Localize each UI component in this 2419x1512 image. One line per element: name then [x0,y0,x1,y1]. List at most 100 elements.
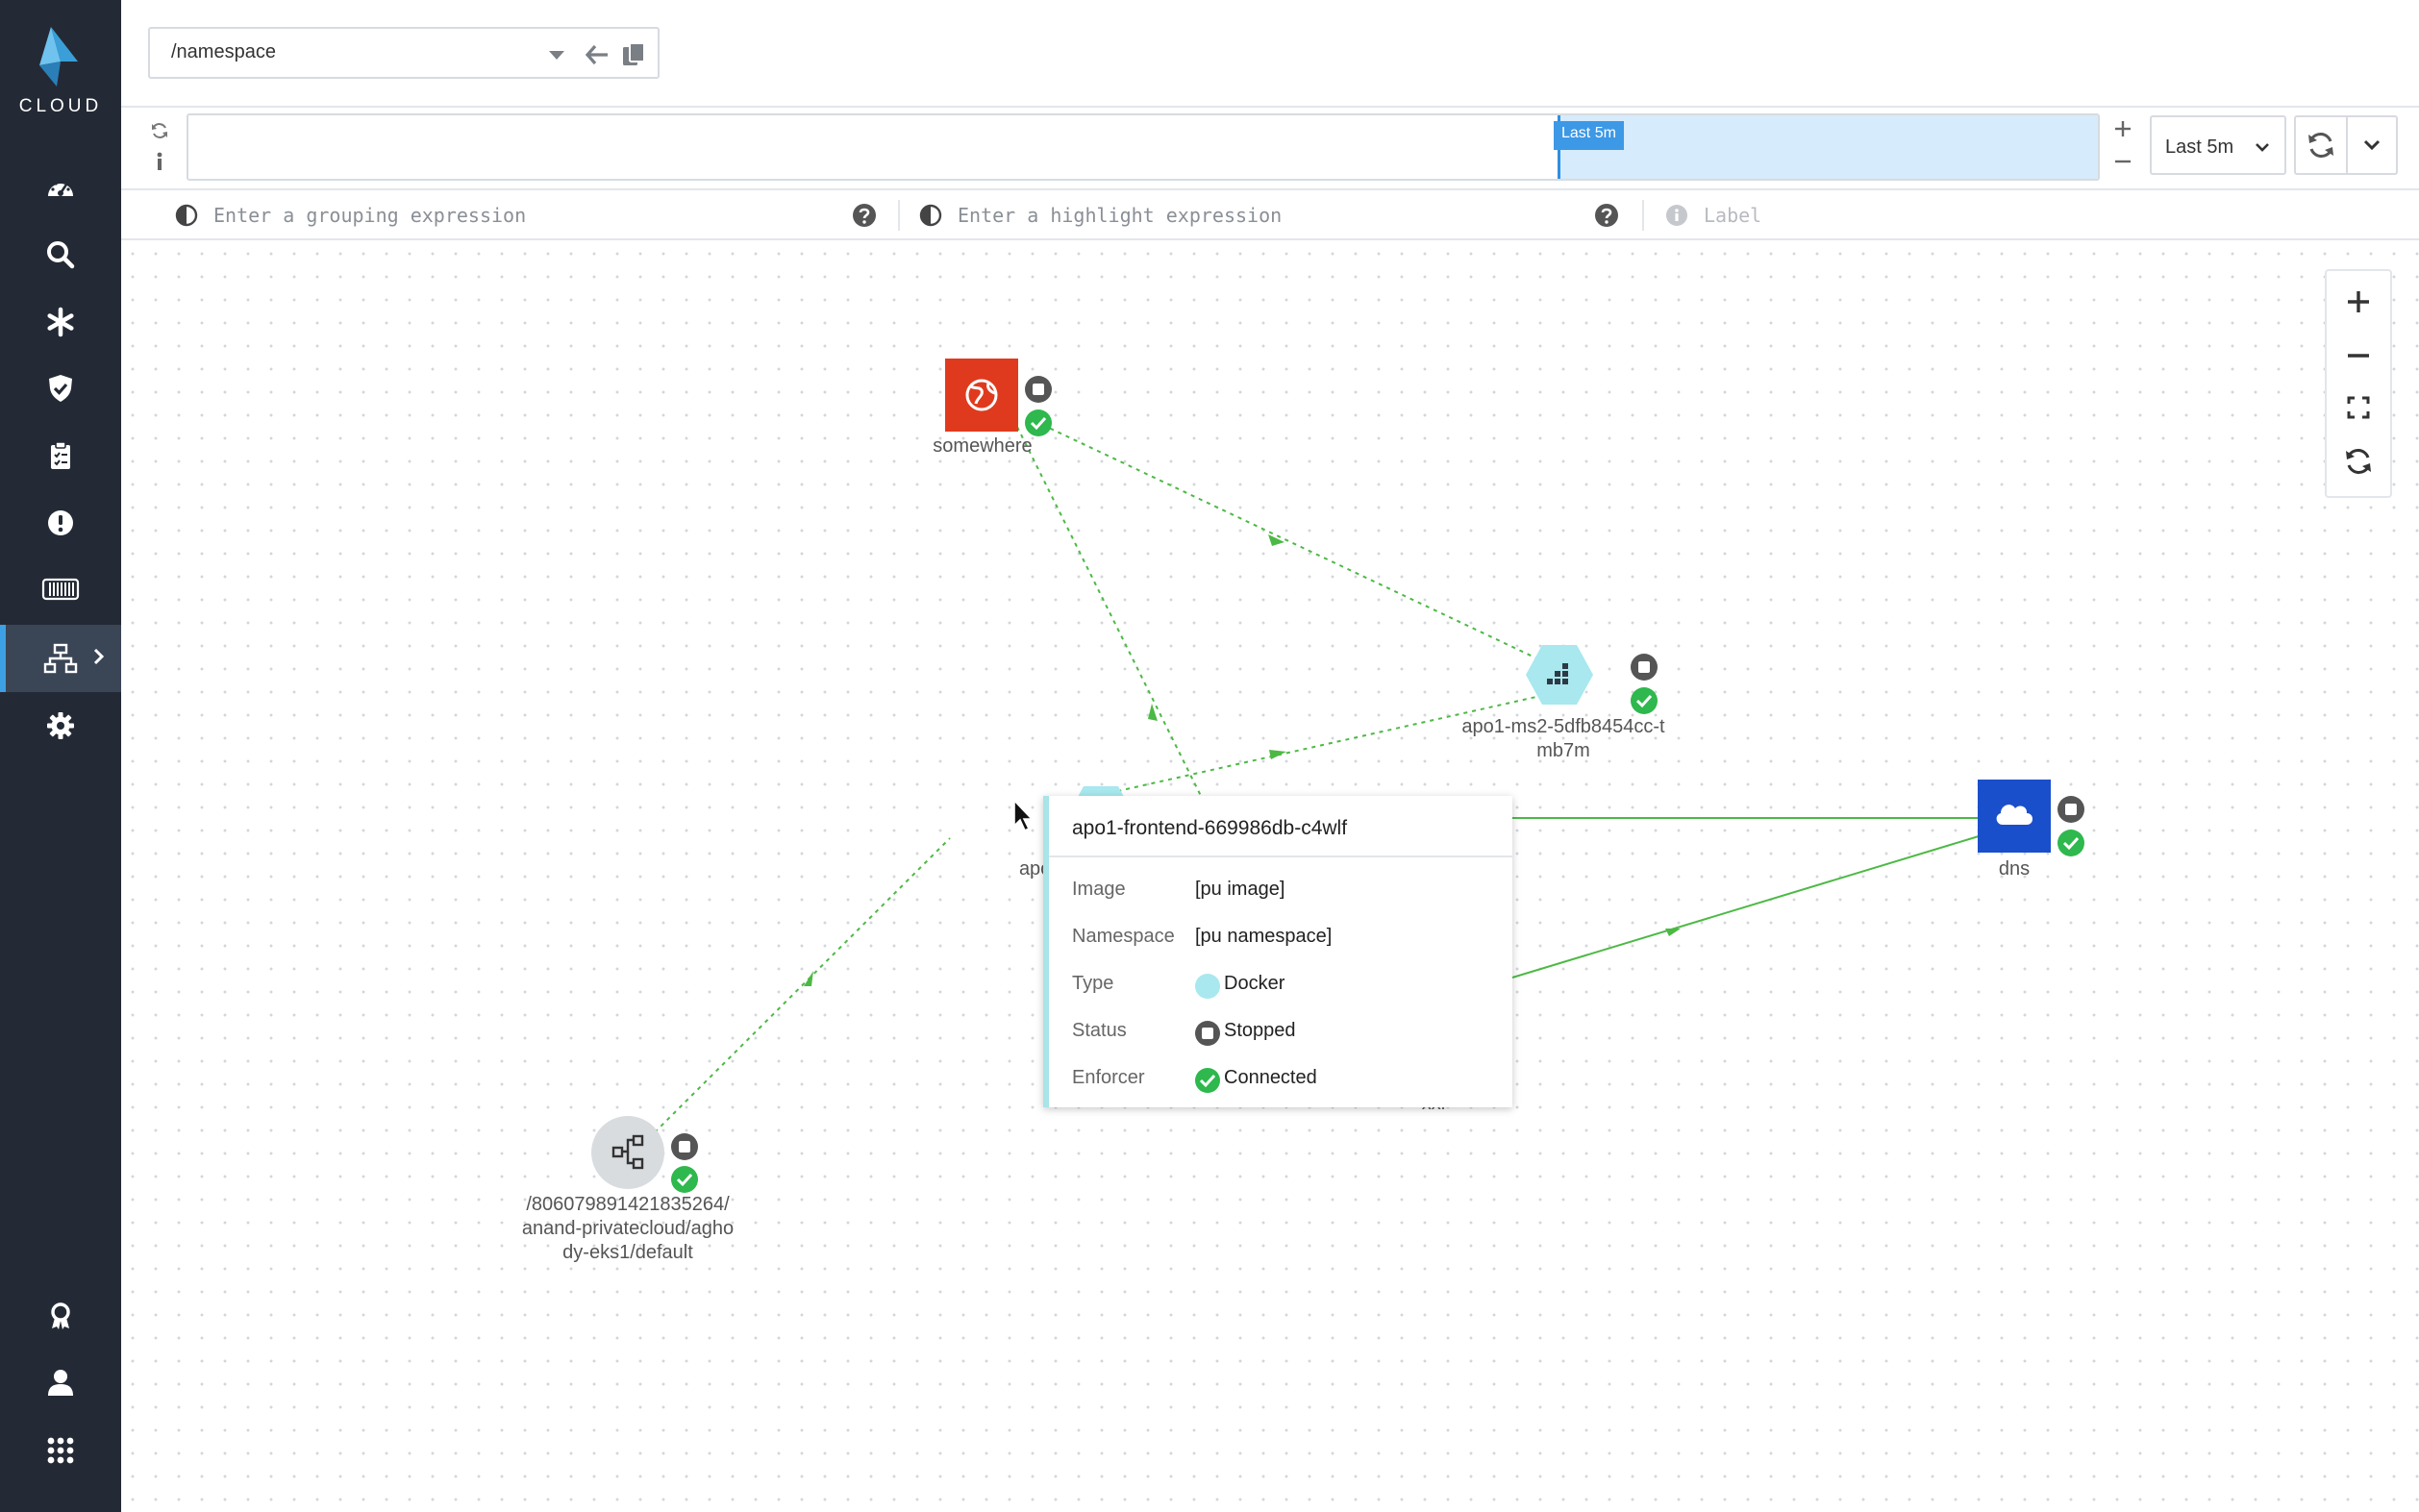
tooltip-value: Connected [1224,1067,1317,1088]
stopped-status-icon [1195,1021,1220,1046]
node-label-line: /806079891421835264/ [526,1194,730,1215]
barcode-icon [41,578,80,601]
nav-search[interactable] [0,223,121,286]
edge-arrow [804,971,813,986]
node-somewhere[interactable] [945,359,1052,436]
tooltip-key: Status [1072,1020,1127,1041]
logo[interactable]: CLOUD [0,23,121,129]
node-apo1-ms2[interactable] [1526,645,1658,714]
nav-apps[interactable] [0,1419,121,1482]
tooltip-title: apo1-frontend-669986db-c4wlf [1072,817,1348,839]
node-label-line: dy-eks1/default [562,1242,693,1263]
back-arrow-icon[interactable] [583,40,611,69]
node-label-ms2: apo1-ms2-5dfb8454cc-t mb7m [1448,715,1679,763]
tooltip-row-enforcer: Enforcer Connected [1072,1067,1505,1096]
tooltip-divider [1049,855,1512,857]
connected-status-icon [1631,687,1658,714]
nav-reports[interactable] [0,424,121,487]
timeline-selection-tag: Last 5m [1554,121,1624,150]
chevron-down-icon [2363,139,2381,151]
highlight-expression-input[interactable] [958,198,1708,233]
timeline-zoom-out-icon[interactable] [2111,150,2134,173]
stopped-status-icon [1025,376,1052,403]
tooltip-key: Type [1072,973,1114,994]
divider [898,200,900,231]
network-sitemap-icon [43,643,78,674]
grouping-expression-input[interactable] [213,198,963,233]
sidebar: CLOUD [0,0,121,1512]
node-dns[interactable] [1978,780,2084,856]
fit-to-screen-icon[interactable] [2343,392,2374,423]
asterisk-icon [47,307,74,337]
apps-grid-icon [47,1437,74,1464]
brand-text: CLOUD [18,96,103,116]
edge-to-dns[interactable] [1511,835,1980,979]
top-bar: /namespace [121,0,2419,108]
edge-ns-frontend[interactable] [654,837,951,1133]
help-icon[interactable] [1594,203,1619,228]
dashboard-gauge-icon [48,180,73,196]
tooltip-key: Enforcer [1072,1067,1145,1088]
shield-check-icon [49,375,72,402]
search-icon [47,241,75,269]
node-label-line: anand-privatecloud/agho [521,1218,735,1239]
connected-status-icon [671,1166,698,1193]
tooltip-value: [pu namespace] [1195,926,1333,947]
edge-somewhere-ms2[interactable] [1034,420,1564,672]
tooltip-row-type: Type Docker [1072,973,1505,1002]
timeline-track[interactable]: Last 5m [187,113,2100,181]
zoom-out-icon[interactable] [2343,340,2374,371]
timeline-row: Last 5m Last 5m [121,108,2419,188]
node-label-namespace: /806079891421835264/ anand-privatecloud/… [503,1193,753,1265]
user-icon [48,1370,73,1396]
stopped-status-icon [1631,654,1658,681]
graph-edges [654,418,1980,1133]
zoom-controls [2325,269,2392,498]
timeline-zoom-in-icon[interactable] [2111,117,2134,140]
refresh-icon [2308,133,2333,158]
small-refresh-icon[interactable] [150,121,169,140]
node-namespace[interactable] [591,1116,698,1193]
nav-alerts[interactable] [0,491,121,555]
tooltip-key: Image [1072,879,1126,900]
info-icon[interactable] [150,150,169,173]
namespace-path[interactable]: /namespace [171,41,276,62]
edge-frontend-somewhere[interactable] [1012,418,1203,799]
refresh-options-button[interactable] [2348,115,2398,175]
timeline-selection[interactable] [1558,115,2098,179]
stopped-status-icon [2057,796,2084,823]
nav-certifications[interactable] [0,1284,121,1348]
nav-dashboard[interactable] [0,157,121,220]
edge-frontend-ms2[interactable] [1091,691,1559,798]
nav-network[interactable] [0,625,121,692]
nav-security[interactable] [0,357,121,420]
nav-settings[interactable] [0,694,121,757]
label-input[interactable] [1704,198,1992,233]
nav-account[interactable] [0,1351,121,1415]
time-range-select[interactable]: Last 5m [2150,115,2286,175]
gear-icon [47,712,74,739]
stopped-status-icon [671,1133,698,1160]
logo-mark-icon [39,27,78,87]
help-icon[interactable] [852,203,877,228]
expression-row [121,188,2419,240]
namespace-selector[interactable]: /namespace [148,27,660,79]
nav-policies[interactable] [0,290,121,354]
reset-layout-icon[interactable] [2343,446,2374,477]
docker-stack-icon [1547,663,1568,684]
info-circle-icon [1666,205,1687,226]
alert-circle-icon [48,510,73,535]
tooltip-value: Docker [1224,973,1285,994]
connected-status-icon [2057,830,2084,856]
refresh-button[interactable] [2294,115,2348,175]
cloud-icon [1996,805,2032,825]
tooltip-value: Stopped [1224,1020,1296,1041]
copy-icon[interactable] [619,40,648,69]
globe-icon [965,379,998,411]
nav-inventory[interactable] [0,558,121,621]
zoom-in-icon[interactable] [2343,286,2374,317]
caret-down-icon[interactable] [542,40,571,69]
connected-status-icon [1195,1068,1220,1093]
tooltip-row-status: Status Stopped [1072,1020,1505,1049]
